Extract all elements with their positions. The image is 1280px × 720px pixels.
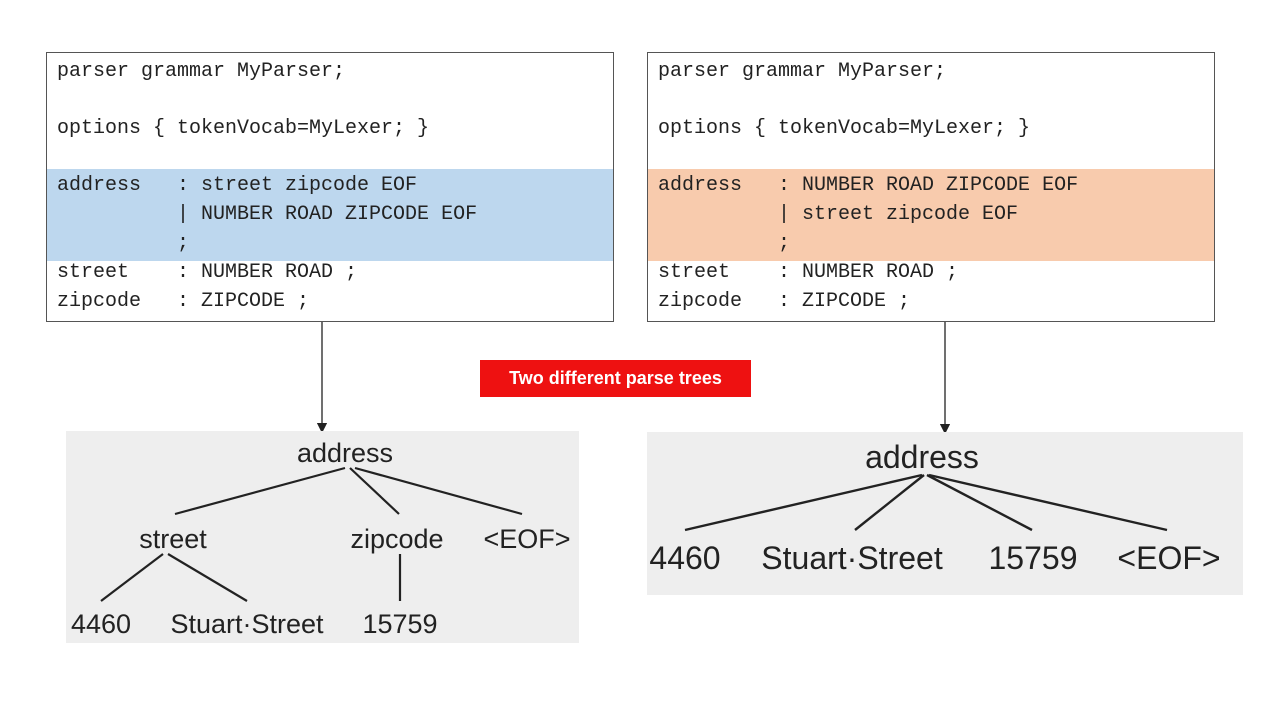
code-line: parser grammar MyParser; bbox=[658, 60, 947, 83]
tree-edge bbox=[349, 467, 400, 515]
tree-leaf-road: Stuart·Street bbox=[170, 609, 324, 639]
code-line: ; bbox=[57, 232, 190, 255]
left-grammar-box: parser grammar MyParser; options { token… bbox=[46, 52, 614, 322]
tree-leaf-number: 4460 bbox=[649, 540, 721, 576]
tree-node-address: address bbox=[296, 438, 394, 468]
code-line: ; bbox=[658, 232, 791, 255]
left-highlight-band bbox=[47, 169, 613, 261]
code-line: address : NUMBER ROAD ZIPCODE EOF bbox=[658, 174, 1079, 197]
code-line: street : NUMBER ROAD ; bbox=[658, 261, 959, 284]
tree-edge bbox=[854, 474, 925, 531]
tree-leaf-road: Stuart·Street bbox=[761, 540, 943, 576]
tree-edge bbox=[928, 473, 1168, 532]
right-tree-edges bbox=[684, 473, 1168, 532]
left-parse-tree: address street zipcode <EOF> 4460 Stuart… bbox=[66, 431, 579, 643]
tree-leaf-number: 4460 bbox=[70, 609, 132, 639]
tree-edge bbox=[926, 473, 1033, 532]
tree-edge bbox=[354, 466, 523, 516]
code-line: parser grammar MyParser; bbox=[57, 60, 346, 83]
code-line: zipcode : ZIPCODE ; bbox=[658, 290, 911, 313]
tree-leaf-zipcode: 15759 bbox=[362, 609, 438, 639]
tree-edge bbox=[684, 473, 923, 532]
tree-leaf-eof: <EOF> bbox=[1117, 540, 1221, 576]
right-parse-tree: address 4460 Stuart·Street 15759 <EOF> bbox=[647, 432, 1243, 595]
tree-node-eof: <EOF> bbox=[483, 524, 571, 554]
tree-edge bbox=[100, 553, 164, 602]
code-line: options { tokenVocab=MyLexer; } bbox=[57, 117, 430, 140]
tree-leaf-zipcode: 15759 bbox=[988, 540, 1078, 576]
right-grammar-box: parser grammar MyParser; options { token… bbox=[647, 52, 1215, 322]
code-line: | street zipcode EOF bbox=[658, 203, 1019, 226]
code-line: zipcode : ZIPCODE ; bbox=[57, 290, 310, 313]
two-parse-trees-label: Two different parse trees bbox=[480, 360, 751, 397]
tree-edge bbox=[174, 466, 346, 516]
tree-node-zipcode: zipcode bbox=[350, 524, 444, 554]
code-line: address : street zipcode EOF bbox=[57, 174, 418, 197]
right-highlight-band bbox=[648, 169, 1214, 261]
code-line: street : NUMBER ROAD ; bbox=[57, 261, 358, 284]
tree-edge bbox=[167, 553, 248, 602]
code-line: options { tokenVocab=MyLexer; } bbox=[658, 117, 1031, 140]
tree-node-street: street bbox=[139, 524, 207, 554]
tree-node-address: address bbox=[865, 439, 979, 475]
left-tree-edges bbox=[100, 466, 523, 602]
code-line: | NUMBER ROAD ZIPCODE EOF bbox=[57, 203, 478, 226]
